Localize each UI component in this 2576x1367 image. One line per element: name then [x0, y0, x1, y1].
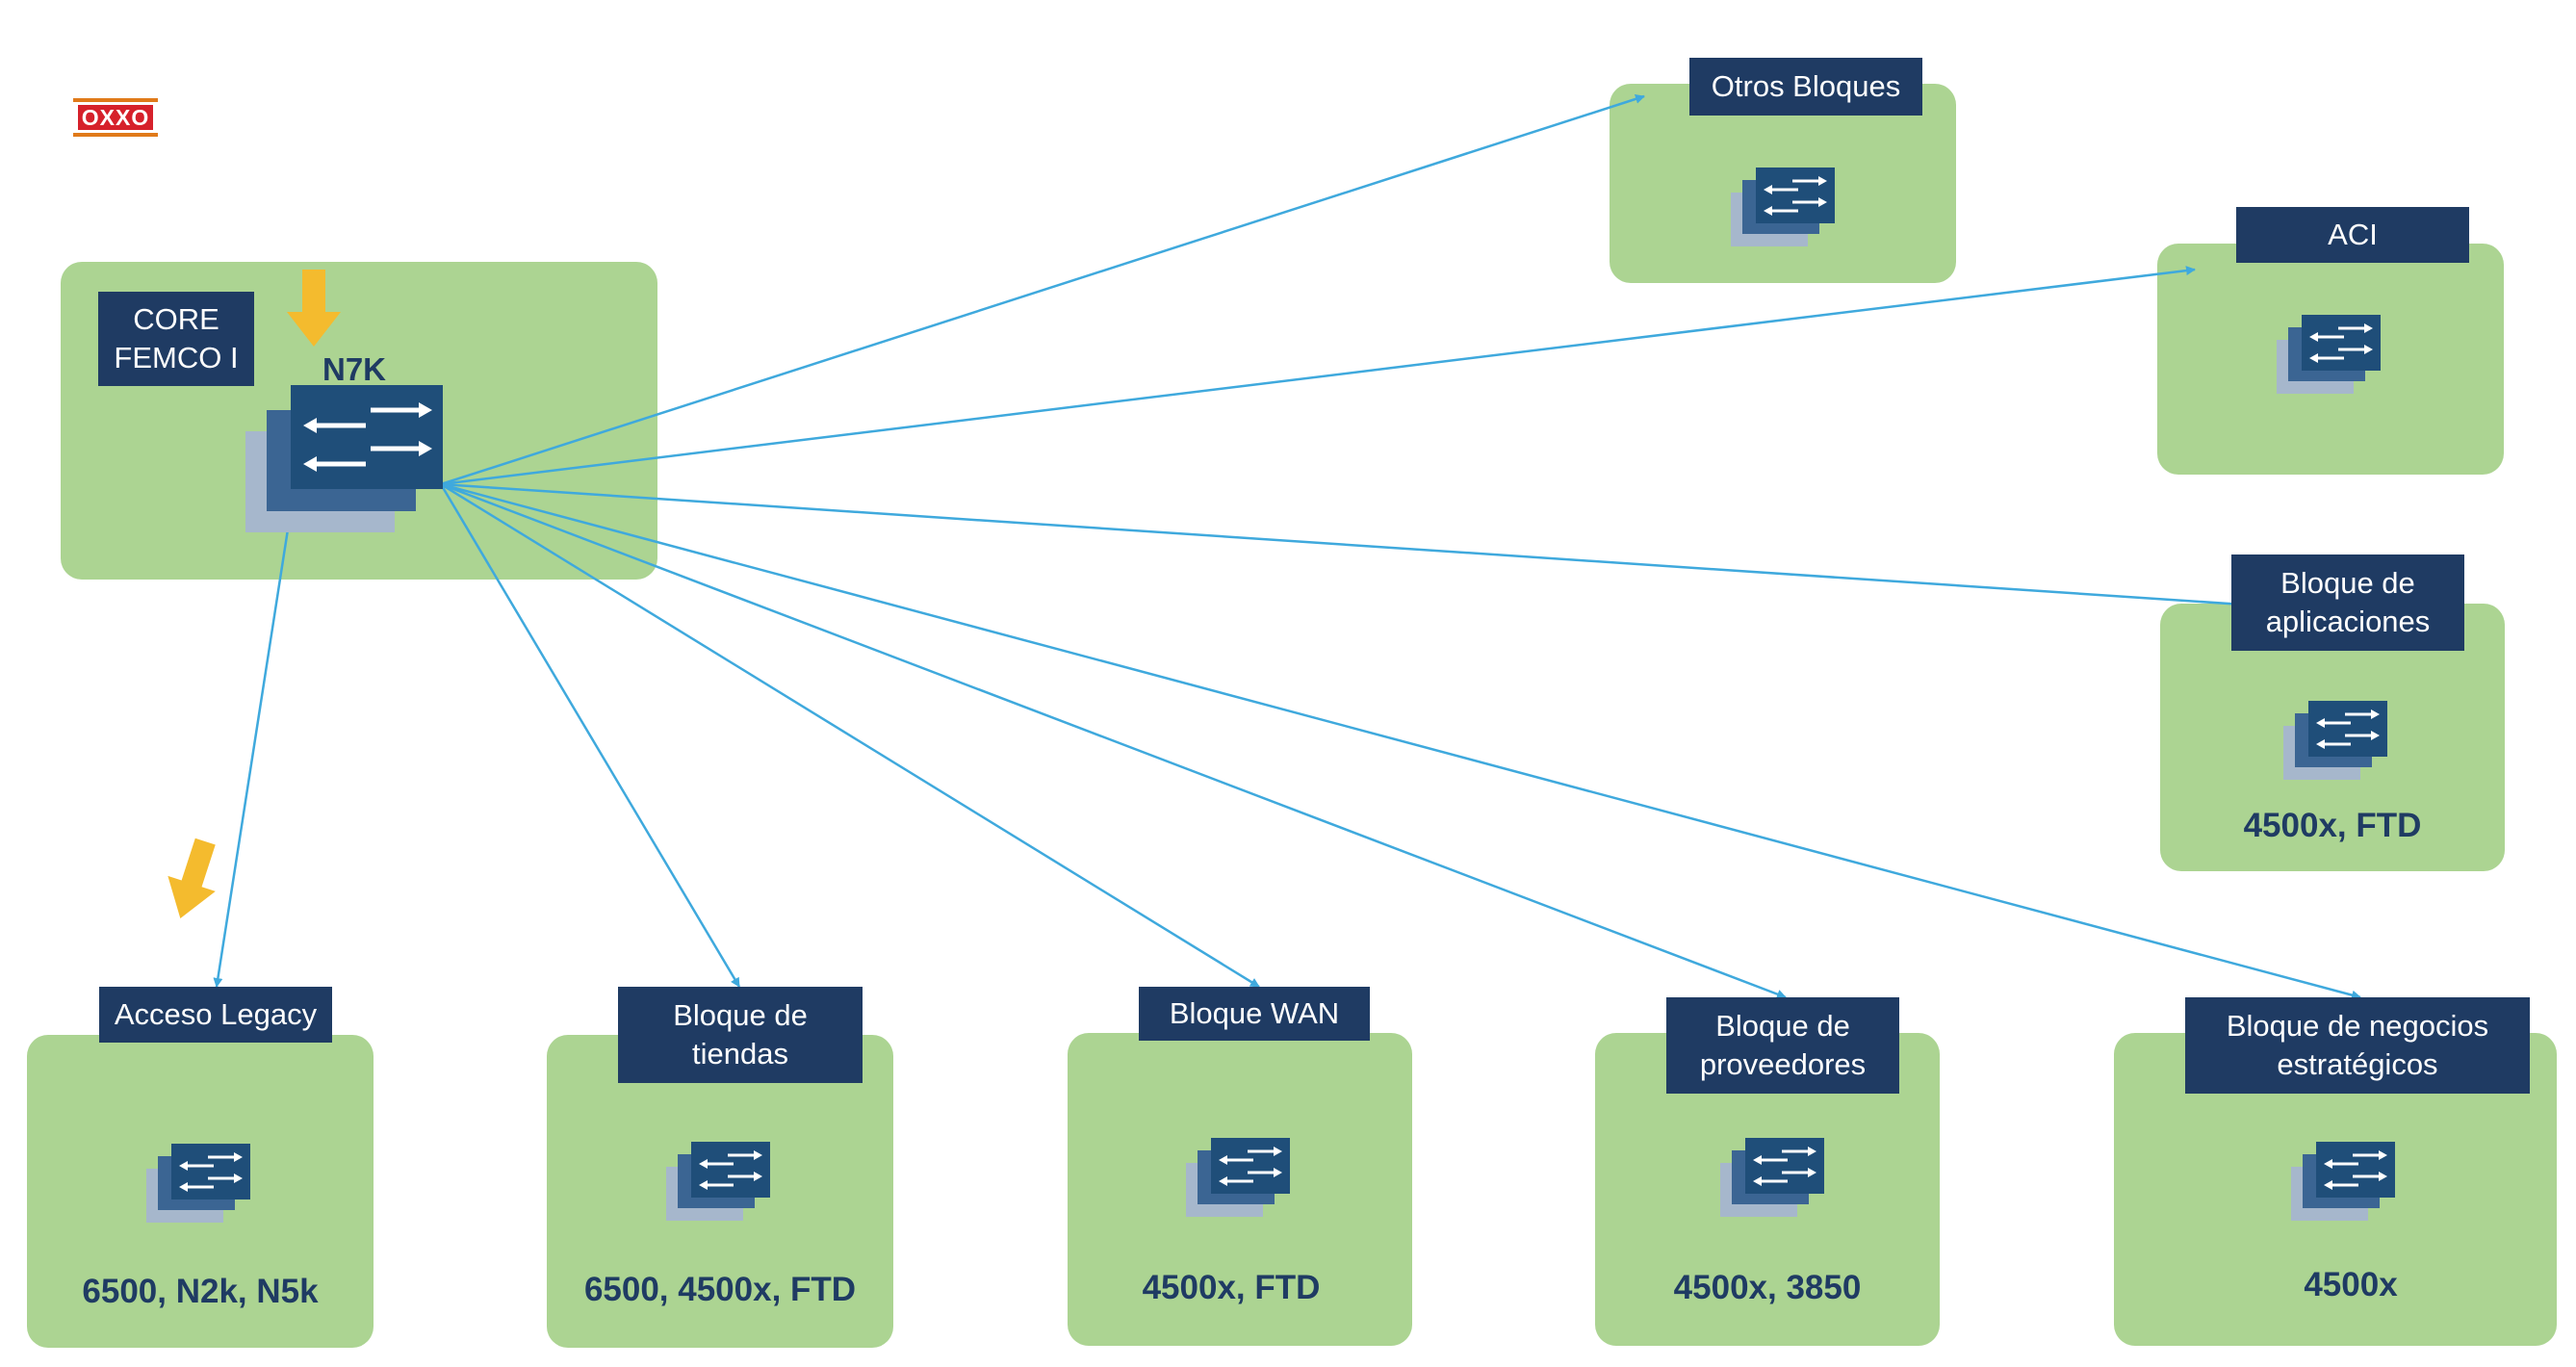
proveedores-models: 4500x, 3850	[1673, 1269, 1862, 1306]
link-core-to-negocios	[440, 482, 2361, 1000]
link-core-to-aplicaciones	[440, 482, 2244, 609]
core-title: CORE FEMCO I	[98, 292, 254, 386]
switch-icon	[2291, 1140, 2397, 1223]
switch-icon	[666, 1140, 772, 1223]
wan-label: Bloque WAN	[1139, 987, 1370, 1041]
switch-icon	[146, 1142, 252, 1225]
legacy-label: Acceso Legacy	[99, 987, 332, 1043]
switch-icon	[2277, 313, 2383, 396]
down-arrow-icon	[287, 270, 341, 347]
legacy-models: 6500, N2k, N5k	[82, 1273, 319, 1310]
oxxo-logo: OXXO	[73, 98, 158, 137]
tiendas-label: Bloque de tiendas	[618, 987, 863, 1083]
link-core-to-aci	[440, 266, 2196, 486]
tiendas-models: 6500, 4500x, FTD	[583, 1271, 857, 1308]
link-core-to-wan	[440, 482, 1260, 989]
proveedores-label: Bloque de proveedores	[1666, 997, 1899, 1094]
link-core-to-proveedores	[440, 482, 1787, 999]
logo-text: OXXO	[77, 105, 154, 130]
link-core-to-tiendas	[439, 483, 741, 988]
wan-models: 4500x, FTD	[1142, 1269, 1321, 1306]
negocios-models: 4500x	[2304, 1266, 2398, 1303]
otros-bloques-label: Otros Bloques	[1689, 58, 1922, 116]
down-arrow-icon	[167, 838, 216, 918]
aci-label: ACI	[2236, 207, 2469, 263]
core-device-label: N7K	[322, 351, 387, 387]
link-core-to-legacy	[213, 485, 296, 988]
negocios-label: Bloque de negocios estratégicos	[2185, 997, 2530, 1094]
switch-icon	[1731, 166, 1837, 248]
switch-icon	[2283, 699, 2389, 782]
aplicaciones-label: Bloque de aplicaciones	[2231, 555, 2464, 651]
link-core-to-otros	[440, 94, 1645, 486]
aplicaciones-models: 4500x, FTD	[2243, 807, 2422, 844]
switch-icon	[1186, 1136, 1292, 1219]
n7k-switch-icon	[245, 385, 443, 532]
switch-icon	[1720, 1136, 1826, 1219]
